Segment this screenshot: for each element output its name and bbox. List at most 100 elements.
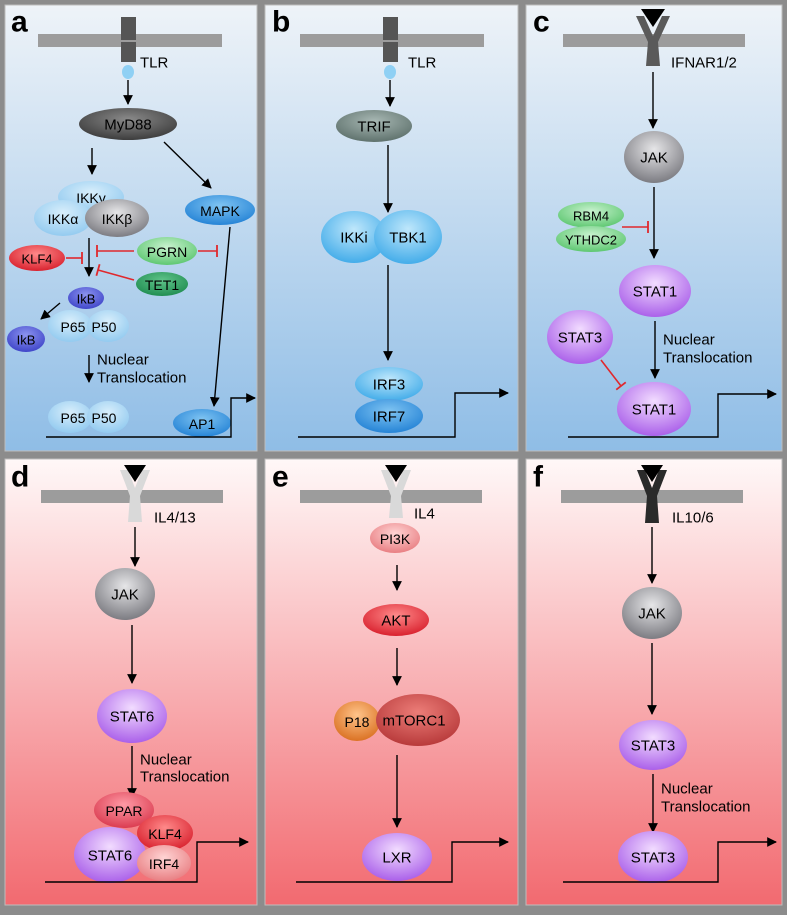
- panel-d-stat6-nuc-label: STAT6: [88, 848, 132, 865]
- panel-d-ppar-node: [94, 792, 154, 828]
- panel-b-ikki-label: IKKi: [340, 230, 368, 247]
- panel-d-jak-label: JAK: [111, 587, 139, 604]
- panel-d-receptor-label: IL4/13: [154, 510, 196, 527]
- panel-f-stat3-node: [619, 720, 687, 770]
- panel-b-tbk1-label: TBK1: [389, 230, 427, 247]
- panel-b-irf7-label: IRF7: [373, 409, 406, 426]
- panel-b-gene-promoter: [298, 388, 509, 438]
- panel-a-tlr-lower: [121, 42, 136, 62]
- panel-e-pi3k-label: PI3K: [380, 531, 411, 547]
- panel-a-pgrn-label: PGRN: [147, 244, 187, 260]
- panel-f-receptor: [637, 470, 667, 523]
- panel-a-p65-label: P65: [61, 319, 86, 335]
- panel-b-receptor-label: TLR: [408, 55, 437, 72]
- panel-a-arrow-ikb-release: [40, 302, 61, 320]
- panel-e-gene-promoter: [296, 837, 509, 883]
- panel-f-ligand: [641, 465, 663, 482]
- panel-a-p50-label: P50: [92, 319, 117, 335]
- panel-d-stat6-label: STAT6: [110, 709, 154, 726]
- panel-c-ligand: [641, 9, 665, 27]
- panel-d-ppar-label: PPAR: [105, 803, 142, 819]
- panel-c-jak-label: JAK: [640, 150, 668, 167]
- panel-a-ap1-node: [173, 409, 231, 437]
- panel-c-rbm4-node: [558, 202, 624, 228]
- panel-a-klf4-node: [9, 245, 65, 271]
- panel-d-klf4-label: KLF4: [148, 826, 182, 842]
- panel-c-rbm4-label: RBM4: [573, 209, 609, 224]
- panel-a-ikka-label: IKKα: [48, 211, 79, 227]
- panel-e-mtorc1-node: [376, 694, 460, 746]
- panel-f-stat3-nuc-label: STAT3: [631, 850, 675, 867]
- panel-d-irf4-node: [137, 845, 191, 881]
- panel-c-translocation-label: Translocation: [663, 350, 753, 367]
- panel-d-receptor: [120, 470, 150, 522]
- panel-e-ligand: [385, 465, 407, 482]
- panel-a-myd88-node: [79, 108, 177, 140]
- panel-b-tbk1-node: [374, 210, 442, 264]
- panel-c-stat3-node: [547, 310, 613, 364]
- panel-a-ikb-free-label: IkB: [17, 333, 36, 348]
- panel-f-stat3-nuc-node: [618, 831, 688, 883]
- panel-a-arrow-myd88-mapk: [163, 141, 212, 189]
- panel-a-arrow-mapk-ap1: [209, 226, 231, 407]
- panel-d-jak-node: [95, 568, 155, 620]
- panel-a-translocation-label: Translocation: [97, 370, 187, 387]
- panel-a-klf4-label: KLF4: [21, 252, 52, 267]
- panel-a-myd88-label: MyD88: [104, 117, 152, 134]
- panel-e-receptor-label: IL4: [414, 506, 435, 523]
- panel-b-ikki-node: [321, 211, 387, 263]
- panel-a-p65-node: [48, 310, 92, 342]
- panel-a-tlr-upper: [121, 17, 136, 40]
- panel-a-ikb-label: IkB: [77, 292, 96, 307]
- panel-b-tlr-upper: [383, 17, 398, 40]
- panel-c-ythdc2-node: [556, 226, 626, 252]
- panel-d-translocation-label: Translocation: [140, 769, 230, 786]
- panel-e-lxr-node: [362, 833, 432, 881]
- panel-e-p18-label: P18: [345, 714, 370, 730]
- panel-d-klf4-node: [137, 815, 193, 851]
- panel-c-ythdc2-label: YTHDC2: [565, 233, 617, 248]
- panel-a-p50-nuc-node: [87, 401, 129, 433]
- panel-b-tlr-lower: [383, 42, 398, 62]
- panel-a-p50-nuc-label: P50: [92, 410, 117, 426]
- panel-a-p65-nuc-node: [48, 401, 92, 433]
- panel-c-stat1-nuc-node: [617, 382, 691, 436]
- panel-f-stat3-label: STAT3: [631, 738, 675, 755]
- panel-f-gene-promoter: [563, 837, 777, 883]
- panel-c-inhibit-stat3-bar: [615, 381, 627, 391]
- panel-c-nuclear-label: Nuclear: [663, 332, 715, 349]
- panel-c-jak-node: [624, 131, 684, 183]
- panel-c-letter: c: [533, 6, 550, 39]
- panel-a-tlr-tir: [122, 65, 134, 79]
- panel-e-letter: e: [272, 461, 289, 494]
- panel-f-jak-label: JAK: [638, 606, 666, 623]
- panel-a-tet1-node: [136, 272, 188, 296]
- panel-e-lxr-label: LXR: [382, 850, 411, 867]
- panel-b-membrane: [300, 34, 484, 47]
- panel-a-inhibit-tet1: [97, 269, 135, 281]
- panel-c-stat1-node: [619, 265, 691, 317]
- panel-c-inhibit-stat3: [600, 359, 622, 387]
- panel-b-trif-node: [336, 110, 412, 142]
- panel-e-akt-node: [363, 604, 429, 636]
- panel-c-receptor: [636, 16, 670, 66]
- panel-e-p18-node: [334, 701, 380, 741]
- panel-a-ikb-free-node: [7, 326, 45, 352]
- panel-f-nuclear-label: Nuclear: [661, 781, 713, 798]
- panel-a-ikb-node: [68, 287, 104, 309]
- panel-e-receptor: [381, 470, 411, 518]
- panel-d-nuclear-label: Nuclear: [140, 752, 192, 769]
- panel-b-irf3-node: [355, 367, 423, 401]
- panel-a-receptor-label: TLR: [140, 55, 169, 72]
- panel-a-inhibit-tet1-bar: [95, 263, 101, 277]
- panel-a-ikkg-label: IKKγ: [76, 190, 106, 206]
- panel-b-tlr-tir: [384, 65, 396, 79]
- panel-d-stat6-nuc-node: [74, 827, 146, 883]
- panel-b-letter: b: [272, 6, 290, 39]
- panel-b-irf7-node: [355, 399, 423, 433]
- panel-c-receptor-label: IFNAR1/2: [671, 55, 737, 72]
- panel-f-jak-node: [622, 587, 682, 639]
- panel-f-receptor-label: IL10/6: [672, 510, 714, 527]
- panel-e-pi3k-node: [370, 523, 420, 553]
